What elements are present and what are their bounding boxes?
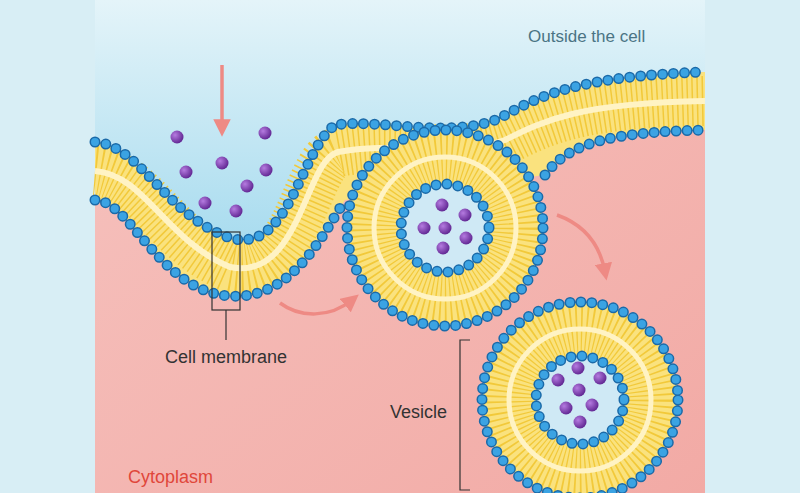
- part-label: Cell membrane: [165, 348, 287, 368]
- membrane-callout-box: [212, 232, 240, 310]
- membrane-core: [374, 157, 516, 299]
- head-row: [545, 130, 705, 175]
- head-row: [545, 130, 705, 175]
- vesicle-lumen: [401, 184, 489, 272]
- vesicle-band: [347, 130, 543, 326]
- head-row: [401, 184, 489, 272]
- vesicle-lumen: [536, 356, 624, 444]
- cargo-particles: [552, 362, 607, 429]
- process-arrows: [222, 65, 605, 314]
- head-row: [347, 130, 543, 326]
- vesicle-bracket: [460, 340, 470, 490]
- head-row: [482, 302, 678, 493]
- region-label: Outside the cell: [528, 28, 645, 47]
- cytoplasm-region: [95, 0, 705, 493]
- head-row: [482, 302, 678, 493]
- head-row: [95, 200, 345, 296]
- cargo-particles: [418, 199, 473, 255]
- free-vesicle: [482, 302, 678, 493]
- step-arrow: [280, 300, 352, 314]
- lipid-tails: [509, 329, 651, 471]
- region-label: Cytoplasm: [128, 468, 213, 488]
- cargo-particles: [171, 127, 273, 218]
- membrane-core: [509, 329, 651, 471]
- part-label: Vesicle: [390, 403, 447, 423]
- lipid-tails: [374, 157, 516, 299]
- head-row: [347, 130, 543, 326]
- leader-line: [225, 310, 226, 340]
- head-row: [95, 200, 345, 296]
- inflow-arrow: [220, 65, 224, 128]
- head-row: [536, 356, 624, 444]
- head-row: [536, 356, 624, 444]
- forming-vesicle: [347, 130, 543, 326]
- vesicle-band: [482, 302, 678, 493]
- head-row: [401, 184, 489, 272]
- step-arrow: [557, 215, 605, 272]
